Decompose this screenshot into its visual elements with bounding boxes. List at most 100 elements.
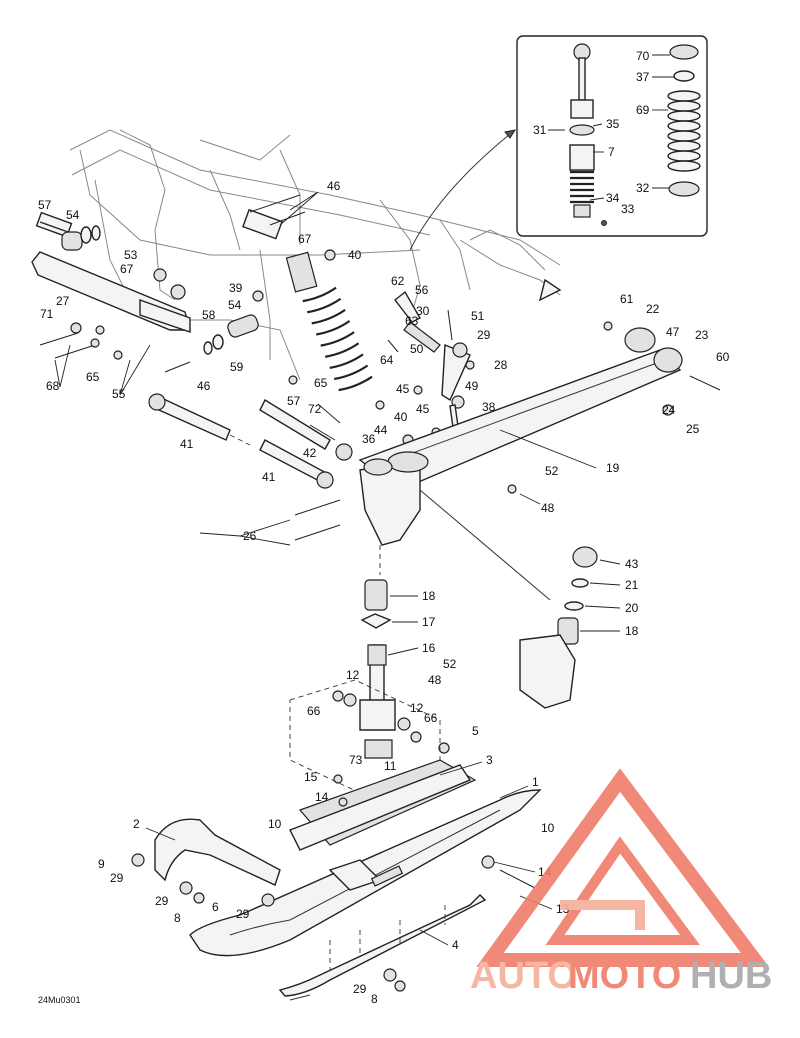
callout-41b: 41 bbox=[262, 470, 276, 484]
callout-58: 58 bbox=[202, 308, 216, 322]
callout-12b: 12 bbox=[410, 701, 424, 715]
callout-48a: 48 bbox=[541, 501, 555, 515]
callout-7: 7 bbox=[608, 145, 615, 159]
callout-70: 70 bbox=[636, 49, 650, 63]
callout-66b: 66 bbox=[424, 711, 438, 725]
watermark-text-auto: AUTO bbox=[470, 955, 577, 997]
callout-25: 25 bbox=[686, 422, 700, 436]
swing-arm bbox=[294, 278, 721, 546]
callout-27: 27 bbox=[56, 294, 70, 308]
watermark-logo: AUTO MOTO HUB bbox=[470, 768, 772, 997]
shock-absorber-installed bbox=[285, 251, 373, 392]
callout-22: 22 bbox=[646, 302, 660, 316]
callout-61: 61 bbox=[620, 292, 634, 306]
callout-65b: 65 bbox=[314, 376, 328, 390]
callout-62: 62 bbox=[391, 274, 405, 288]
callout-41a: 41 bbox=[180, 437, 194, 451]
callout-31: 31 bbox=[533, 123, 547, 137]
callout-9: 9 bbox=[98, 857, 105, 871]
callout-46b: 46 bbox=[197, 379, 211, 393]
callout-49: 49 bbox=[465, 379, 479, 393]
callout-8b: 8 bbox=[371, 992, 378, 1006]
spindle-detail bbox=[419, 489, 598, 709]
inset-pointer-arrow bbox=[504, 129, 517, 139]
callout-42: 42 bbox=[303, 446, 317, 460]
ski-assembly bbox=[131, 759, 542, 1001]
callout-4: 4 bbox=[452, 938, 459, 952]
callout-52a: 52 bbox=[545, 464, 559, 478]
shock-parts-inset bbox=[516, 35, 708, 237]
callout-32: 32 bbox=[636, 181, 650, 195]
callout-43: 43 bbox=[625, 557, 639, 571]
callout-36: 36 bbox=[362, 432, 376, 446]
callout-50: 50 bbox=[410, 342, 424, 356]
callout-57b: 57 bbox=[287, 394, 301, 408]
callout-24: 24 bbox=[662, 403, 676, 417]
callout-18b: 18 bbox=[625, 624, 639, 638]
callout-28: 28 bbox=[494, 358, 508, 372]
callout-19: 19 bbox=[606, 461, 620, 475]
callout-54a: 54 bbox=[66, 208, 80, 222]
callout-63: 63 bbox=[405, 314, 419, 328]
callout-51: 51 bbox=[471, 309, 485, 323]
callout-59: 59 bbox=[230, 360, 244, 374]
callout-67a: 67 bbox=[298, 232, 312, 246]
callout-35: 35 bbox=[606, 117, 620, 131]
callout-12a: 12 bbox=[346, 668, 360, 682]
callout-30: 30 bbox=[416, 304, 430, 318]
callout-20: 20 bbox=[625, 601, 639, 615]
callout-66a: 66 bbox=[307, 704, 321, 718]
callout-2: 2 bbox=[133, 817, 140, 831]
callout-29b: 29 bbox=[110, 871, 124, 885]
callout-40b: 40 bbox=[394, 410, 408, 424]
callout-65a: 65 bbox=[86, 370, 100, 384]
callout-37: 37 bbox=[636, 70, 650, 84]
callout-26: 26 bbox=[243, 529, 257, 543]
chassis-frame bbox=[69, 129, 561, 381]
callout-54b: 54 bbox=[228, 298, 242, 312]
callout-14a: 14 bbox=[315, 790, 329, 804]
callout-53: 53 bbox=[124, 248, 138, 262]
callout-10a: 10 bbox=[268, 817, 282, 831]
callout-67b: 67 bbox=[120, 262, 134, 276]
inset-pointer-line bbox=[409, 129, 516, 251]
callout-73: 73 bbox=[349, 753, 363, 767]
callout-labels: 70 37 69 32 31 35 7 34 33 46 67 40 57 54… bbox=[38, 49, 730, 1006]
callout-45a: 45 bbox=[396, 382, 410, 396]
callout-10b: 10 bbox=[541, 821, 555, 835]
callout-56: 56 bbox=[415, 283, 429, 297]
upper-left-parts bbox=[31, 194, 414, 446]
suspension-rods bbox=[39, 221, 353, 489]
callout-60: 60 bbox=[716, 350, 730, 364]
callout-6: 6 bbox=[212, 900, 219, 914]
callout-15: 15 bbox=[304, 770, 318, 784]
callout-5: 5 bbox=[472, 724, 479, 738]
callout-29d: 29 bbox=[236, 907, 250, 921]
callout-38: 38 bbox=[482, 400, 496, 414]
callout-40a: 40 bbox=[348, 248, 362, 262]
watermark-text-hub: HUB bbox=[690, 955, 772, 997]
callout-44: 44 bbox=[374, 423, 388, 437]
callout-57a: 57 bbox=[38, 198, 52, 212]
callout-45b: 45 bbox=[416, 402, 430, 416]
callout-72: 72 bbox=[308, 402, 322, 416]
callout-8a: 8 bbox=[174, 911, 181, 925]
callout-11: 11 bbox=[384, 759, 397, 773]
callout-48b: 48 bbox=[428, 673, 442, 687]
callout-16: 16 bbox=[422, 641, 436, 655]
callout-64: 64 bbox=[380, 353, 394, 367]
callout-71: 71 bbox=[40, 307, 54, 321]
callout-17: 17 bbox=[422, 615, 436, 629]
spindle-parts bbox=[332, 545, 450, 784]
callout-52b: 52 bbox=[443, 657, 457, 671]
callout-33: 33 bbox=[621, 202, 635, 216]
callout-69: 69 bbox=[636, 103, 650, 117]
callout-29c: 29 bbox=[155, 894, 169, 908]
callout-34: 34 bbox=[606, 191, 620, 205]
callout-leaders bbox=[54, 191, 621, 946]
callout-23: 23 bbox=[695, 328, 709, 342]
callout-47: 47 bbox=[666, 325, 680, 339]
watermark-text-moto: MOTO bbox=[568, 955, 681, 997]
callout-3: 3 bbox=[486, 753, 493, 767]
